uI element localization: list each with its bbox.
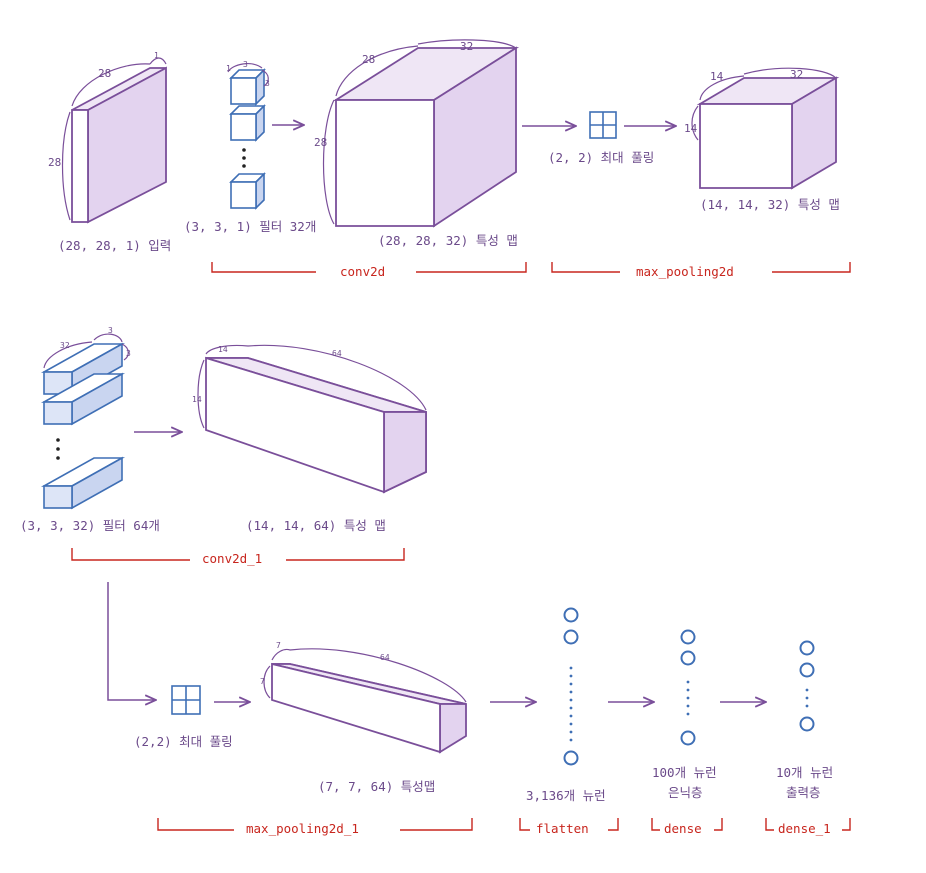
fmap4-label: (7, 7, 64) 특성맵	[318, 779, 435, 794]
filter64-a-dim: 32	[60, 341, 70, 350]
fmap1-width-dim: 28	[362, 53, 375, 66]
ellipsis-dot	[242, 156, 246, 160]
neuron	[799, 662, 815, 678]
fmap1-label: (28, 28, 32) 특성 맵	[378, 233, 518, 248]
filter32-a-dim: 1	[226, 64, 231, 73]
fmap2-volume: 14 32 14	[684, 67, 840, 190]
filter-bar	[40, 372, 126, 426]
maxpool2d-layer-label: max_pooling2d	[636, 264, 734, 279]
filter32-c-dim: 3	[265, 79, 270, 88]
input-volume: 28 1 28	[48, 51, 167, 224]
neuron	[563, 750, 579, 766]
input-label: (28, 28, 1) 입력	[58, 238, 171, 253]
dense-neuron-column	[680, 629, 696, 746]
dense-layer-label: dense	[664, 821, 702, 836]
flatten-neurons-label: 3,136개 뉴런	[526, 788, 606, 803]
maxpool2d-bracket	[551, 262, 851, 273]
dense-1-layer-label: dense_1	[778, 821, 831, 836]
flatten-bracket	[519, 818, 619, 831]
dense-1-bracket	[765, 818, 851, 831]
conv2d-1-layer-label: conv2d_1	[202, 551, 262, 566]
maxpool2d-1-layer-label: max_pooling2d_1	[246, 821, 359, 836]
output-neurons-label: 10개 뉴런	[776, 765, 833, 780]
ellipsis-dot	[242, 164, 246, 168]
fmap1-volume: 28 32 28	[314, 39, 520, 228]
pool1-grid-icon	[589, 111, 617, 139]
filter-cube	[229, 172, 266, 210]
neuron	[563, 629, 579, 645]
maxpool2d-1-bracket	[157, 818, 473, 831]
fmap2-label: (14, 14, 32) 특성 맵	[700, 197, 840, 212]
flatten-layer-label: flatten	[536, 821, 589, 836]
filter-bar	[40, 456, 126, 510]
dense-neurons-label: 100개 뉴런	[652, 765, 717, 780]
fmap3-height-dim: 14	[192, 395, 202, 404]
pool2-label: (2,2) 최대 풀링	[134, 734, 233, 749]
fmap4-volume: 7 64 7	[260, 641, 467, 754]
ellipsis-dot	[56, 456, 60, 460]
input-width-dim: 28	[98, 67, 111, 80]
conv2d-1-bracket	[71, 548, 405, 561]
pool1-label: (2, 2) 최대 풀링	[548, 150, 654, 165]
fmap1-height-dim: 28	[314, 136, 327, 149]
neuron	[680, 629, 696, 645]
fmap4-depth-dim: 64	[380, 653, 390, 662]
output-role-label: 출력층	[786, 785, 821, 800]
output-neuron-column	[799, 640, 815, 732]
dense-role-label: 은닉층	[668, 785, 703, 800]
conv2d-bracket	[211, 262, 527, 273]
neuron	[680, 730, 696, 746]
neuron	[680, 650, 696, 666]
input-depth-dim: 1	[154, 51, 159, 60]
fmap3-label: (14, 14, 64) 특성 맵	[246, 518, 386, 533]
filter-cube	[229, 104, 266, 142]
neuron	[799, 716, 815, 732]
ellipsis-dot	[56, 447, 60, 451]
neuron	[799, 640, 815, 656]
dense-bracket	[651, 818, 723, 831]
neuron	[563, 607, 579, 623]
fmap4-height-dim: 7	[260, 677, 265, 686]
ellipsis-dot	[242, 148, 246, 152]
conv2d-layer-label: conv2d	[340, 264, 385, 279]
fmap2-depth-dim: 32	[790, 68, 803, 81]
filter64-label: (3, 3, 32) 필터 64개	[20, 518, 160, 533]
fmap3-depth-dim: 64	[332, 349, 342, 358]
filter32-label: (3, 3, 1) 필터 32개	[184, 219, 316, 234]
filter64-stack: 32 3 3	[40, 326, 131, 510]
input-height-dim: 28	[48, 156, 61, 169]
filter32-b-dim: 3	[243, 60, 248, 69]
fmap2-height-dim: 14	[684, 122, 698, 135]
connector-arrow	[107, 582, 156, 700]
flatten-neuron-column	[563, 607, 579, 766]
fmap1-depth-dim: 32	[460, 40, 473, 53]
fmap3-width-dim: 14	[218, 345, 228, 354]
fmap4-width-dim: 7	[276, 641, 281, 650]
filter32-stack: 1 3 3	[226, 60, 270, 210]
filter64-b-dim: 3	[108, 326, 113, 335]
filter-cube	[229, 68, 266, 106]
pool2-grid-icon	[171, 685, 201, 715]
fmap2-width-dim: 14	[710, 70, 724, 83]
ellipsis-dot	[56, 438, 60, 442]
fmap3-volume: 14 64 14	[192, 344, 427, 494]
filter64-c-dim: 3	[126, 349, 131, 358]
